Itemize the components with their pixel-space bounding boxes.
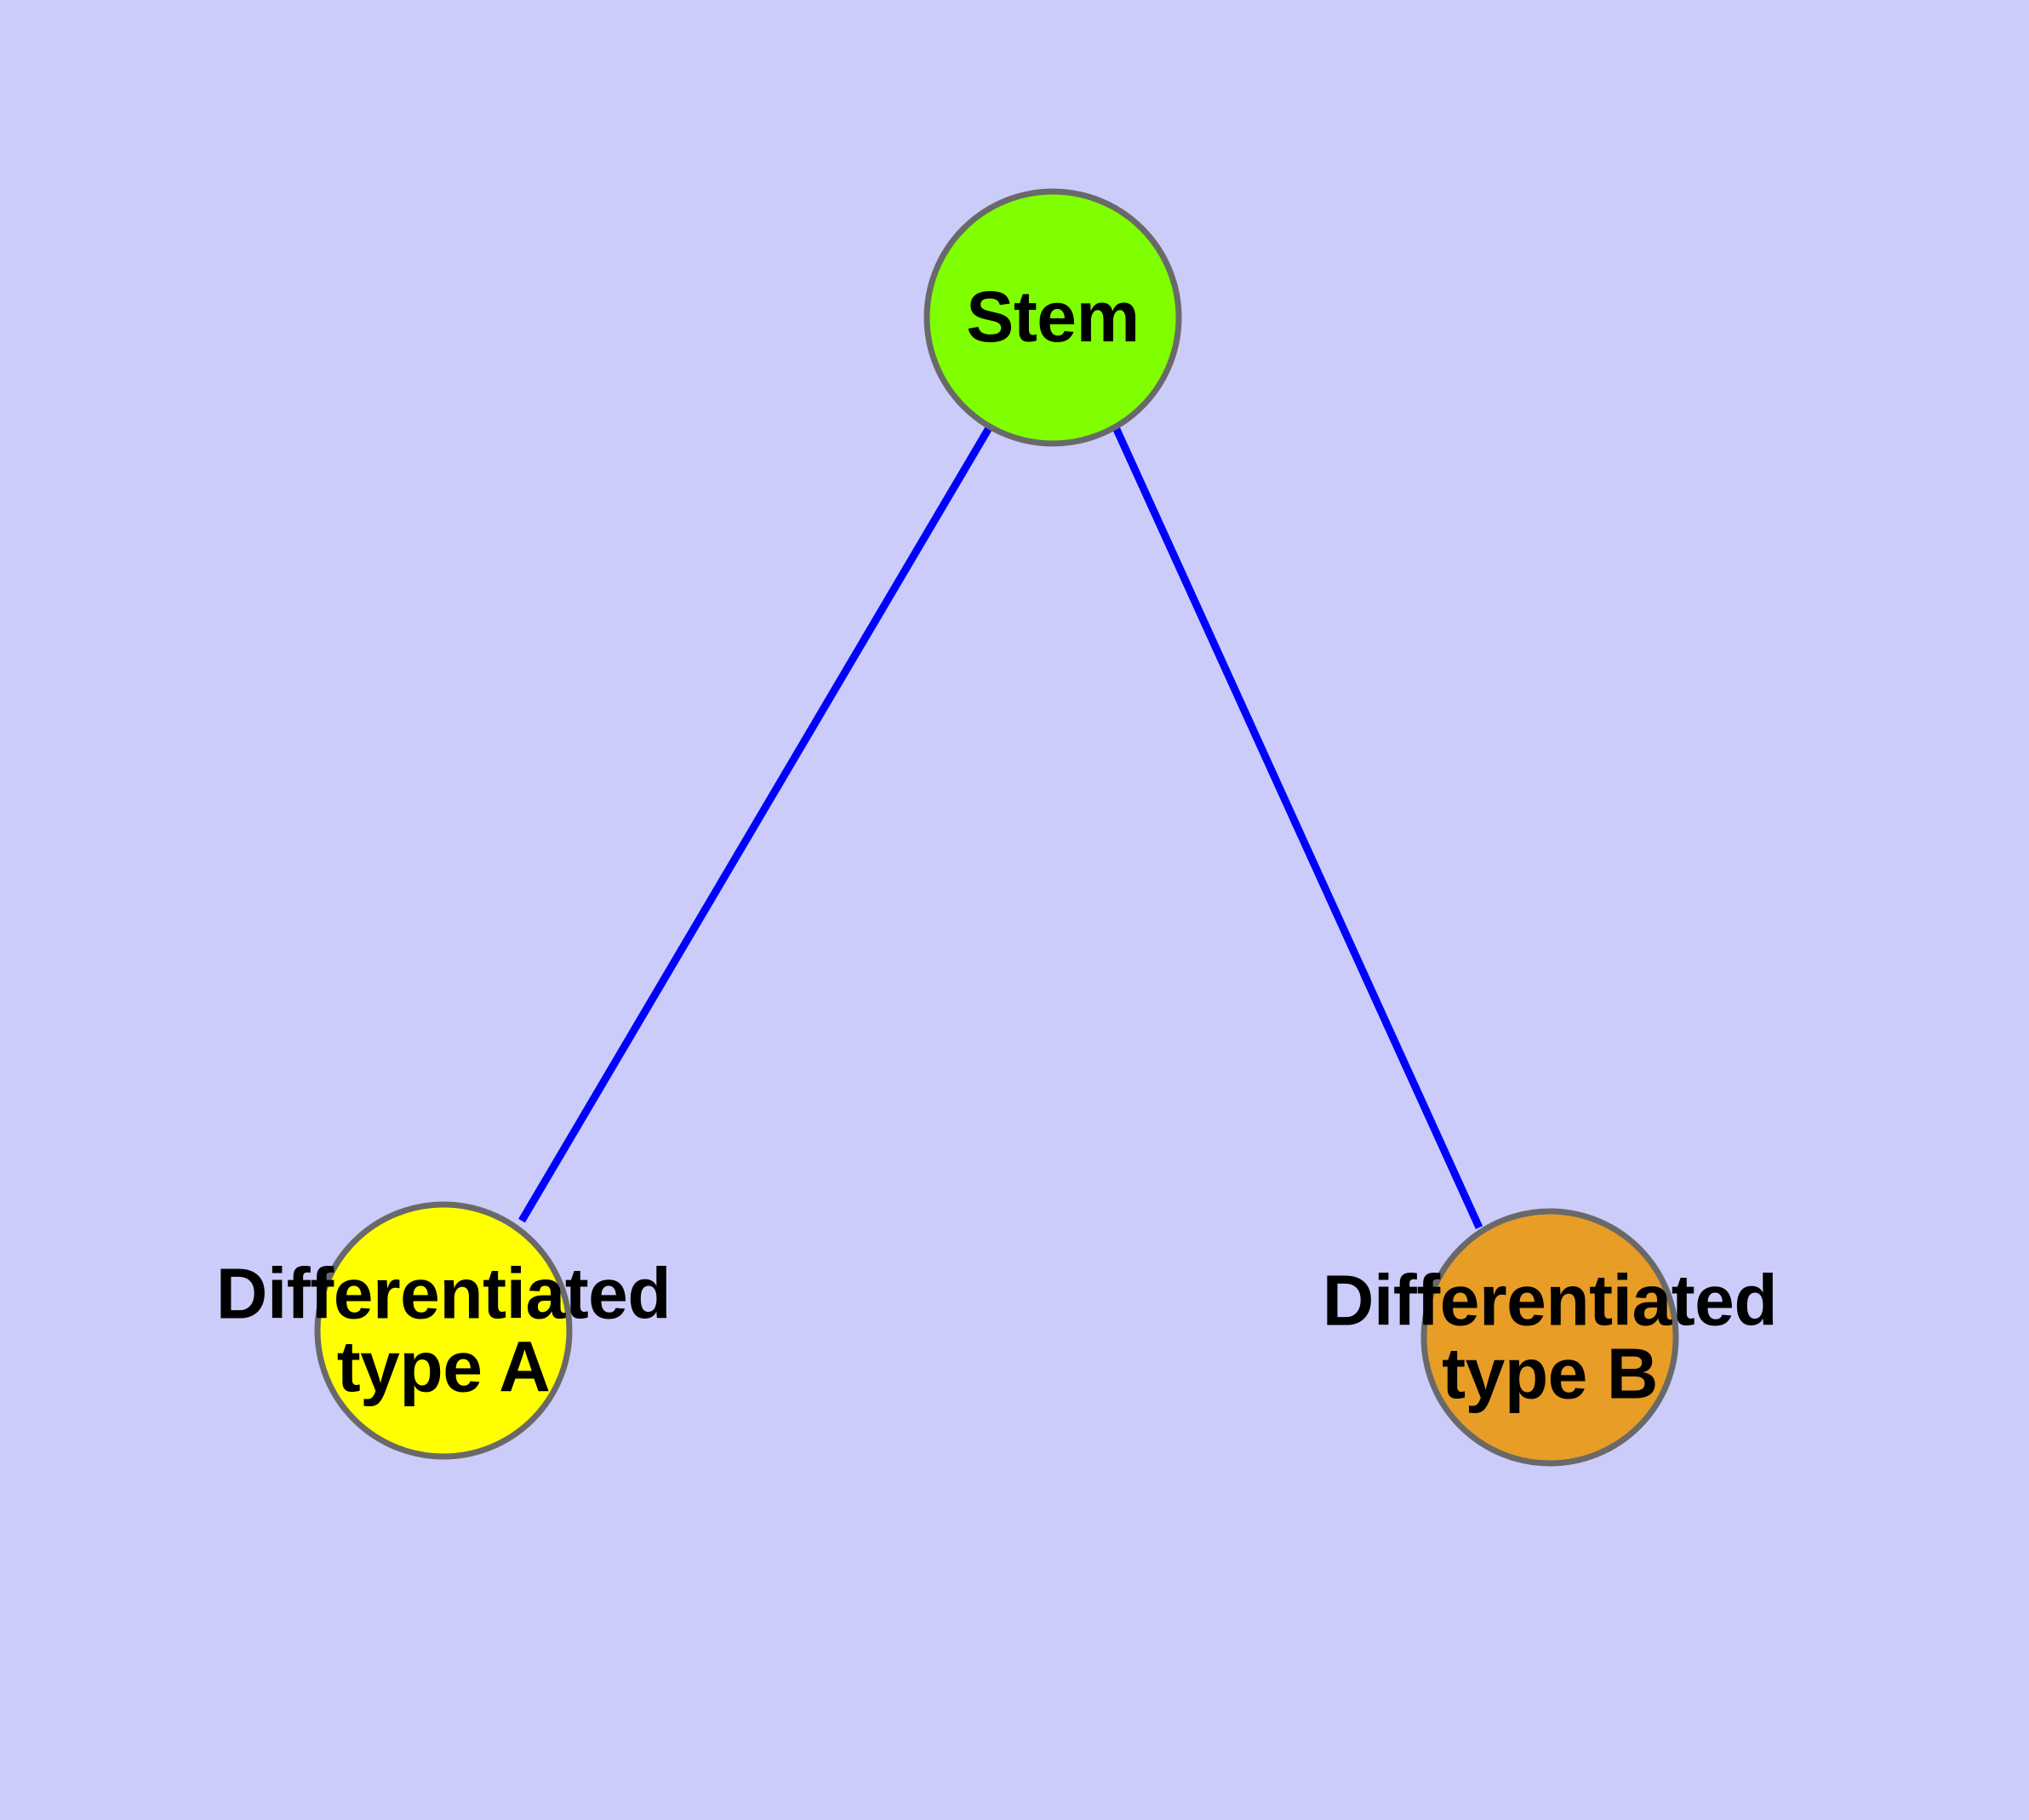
edge-stem-diff-b[interactable] [1111, 424, 1483, 1229]
node-diff_b[interactable] [1420, 1208, 1679, 1467]
edge-layer [518, 424, 1483, 1229]
node-stem[interactable] [923, 188, 1182, 447]
edge-stem-diff-a[interactable] [518, 424, 993, 1223]
node-layer [314, 188, 1679, 1467]
node-diff_a[interactable] [314, 1201, 573, 1460]
